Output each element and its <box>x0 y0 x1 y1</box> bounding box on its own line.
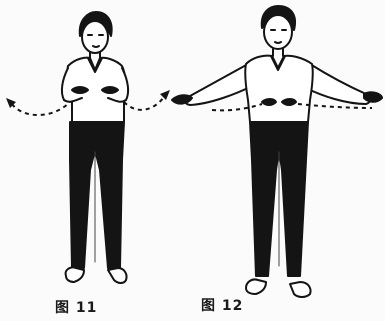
figure-12-person <box>172 6 382 297</box>
figure-11-caption: 图 11 <box>55 297 97 317</box>
figure-11-person <box>62 12 128 283</box>
figure-12-caption: 图 12 <box>201 295 243 315</box>
